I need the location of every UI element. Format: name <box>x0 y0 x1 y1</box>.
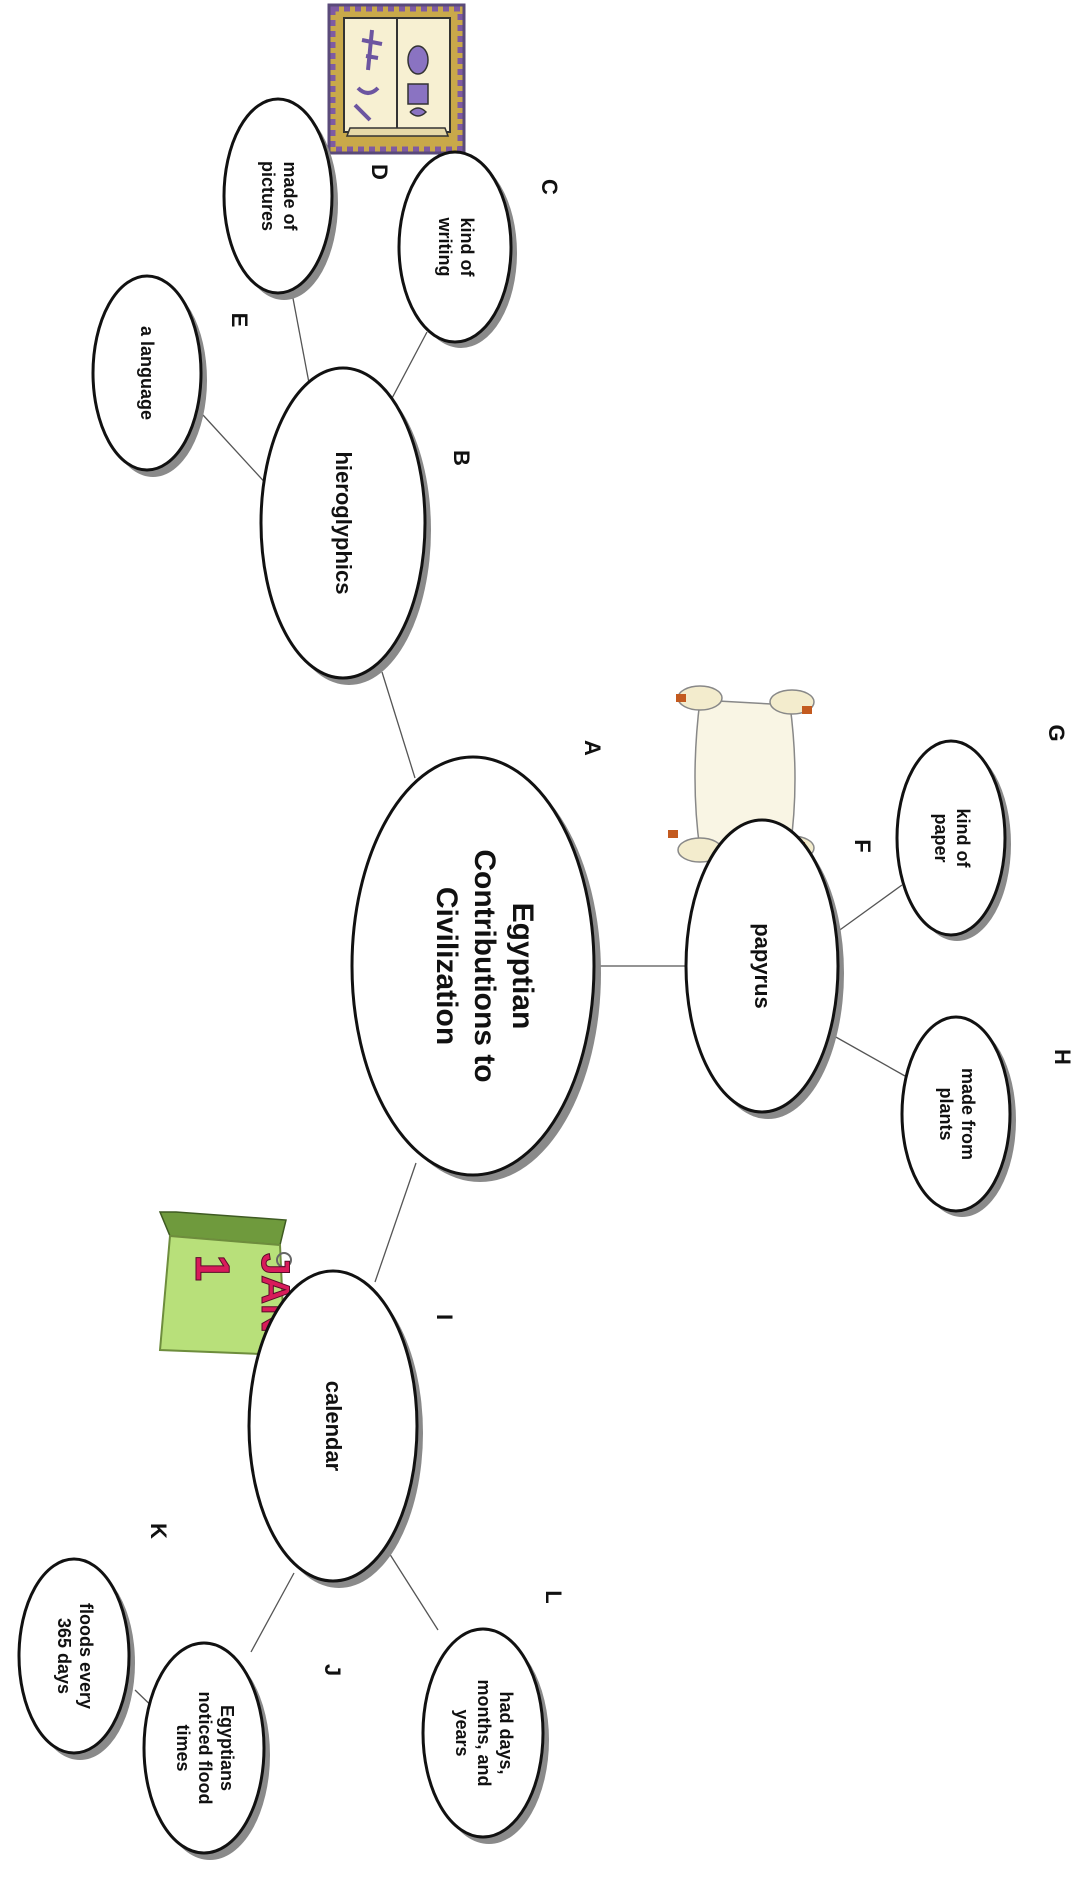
letter-j: J <box>320 1664 345 1676</box>
letter-l: L <box>541 1590 566 1603</box>
letter-h: H <box>1050 1049 1071 1065</box>
kind-of-writing-line-2: writing <box>435 217 455 277</box>
had-days-months-years-bubble: had days, months, and years <box>421 1627 545 1839</box>
made-of-pictures-bubble: made of pictures <box>222 97 334 295</box>
letter-c: C <box>537 179 562 195</box>
calendar-label: calendar <box>321 1381 346 1472</box>
flood-times-line-3: times <box>173 1724 193 1771</box>
connector-hieroglyphics-made-of-pictures <box>291 292 310 384</box>
main-topic-bubble: Egyptian Contributions to Civilization <box>350 755 596 1177</box>
main-topic-line-1: Egyptian <box>506 903 539 1030</box>
kind-of-paper-bubble: kind of paper <box>895 739 1007 937</box>
floods-every-line-2: 365 days <box>54 1618 74 1694</box>
connector-calendar-flood-times <box>250 1572 295 1653</box>
a-language-bubble: a language <box>91 274 203 472</box>
letter-a: A <box>580 740 605 756</box>
letter-k: K <box>146 1523 171 1539</box>
letter-labels: A B C D E F G H I J K L <box>146 164 1071 1676</box>
calendar-day-text: 1 <box>185 1255 238 1282</box>
letter-e: E <box>227 313 252 328</box>
made-of-pictures-line-1: made of <box>280 161 300 231</box>
flood-times-line-1: Egyptians <box>217 1705 237 1791</box>
floods-every-line-1: floods every <box>76 1603 96 1709</box>
made-from-plants-bubble: made from plants <box>900 1015 1012 1213</box>
connector-hieroglyphics-a-language <box>202 414 271 489</box>
connector-papyrus-made-from-plants <box>833 1035 906 1077</box>
a-language-line-1: a language <box>137 326 157 420</box>
papyrus-bubble: papyrus <box>684 818 840 1114</box>
connector-main-calendar <box>374 1162 417 1283</box>
letter-i: I <box>432 1314 457 1320</box>
hieroglyphics-label: hieroglyphics <box>331 451 356 594</box>
calendar-icon: JAN 1 <box>158 1211 298 1357</box>
calendar-bubble: calendar <box>247 1269 419 1583</box>
flood-times-line-2: noticed flood <box>195 1692 215 1805</box>
egyptians-noticed-flood-times-bubble: Egyptians noticed flood times <box>142 1641 266 1855</box>
connector-papyrus-kind-of-paper <box>836 884 903 933</box>
connector-main-hieroglyphics <box>381 671 416 779</box>
main-topic-line-2: Contributions to <box>468 849 501 1082</box>
letter-f: F <box>850 839 875 852</box>
had-days-line-1: had days, <box>496 1691 516 1774</box>
papyrus-label: papyrus <box>750 923 775 1009</box>
letter-d: D <box>367 164 392 180</box>
hieroglyph-book-icon <box>327 3 466 155</box>
floods-every-365-days-bubble: floods every 365 days <box>17 1557 131 1755</box>
had-days-line-2: months, and <box>474 1680 494 1787</box>
made-from-plants-line-2: plants <box>936 1087 956 1140</box>
kind-of-paper-line-2: paper <box>931 813 951 862</box>
made-of-pictures-line-2: pictures <box>258 161 278 231</box>
connector-calendar-had-days <box>383 1544 439 1631</box>
kind-of-writing-bubble: kind of writing <box>397 150 513 344</box>
main-topic-line-3: Civilization <box>430 887 463 1045</box>
kind-of-writing-line-1: kind of <box>457 218 477 278</box>
letter-g: G <box>1044 724 1069 741</box>
kind-of-paper-line-1: kind of <box>953 809 973 869</box>
had-days-line-3: years <box>452 1709 472 1756</box>
connector-hieroglyphics-kind-of-writing <box>389 331 428 403</box>
hieroglyphics-bubble: hieroglyphics <box>259 366 427 680</box>
made-from-plants-line-1: made from <box>958 1068 978 1160</box>
letter-b: B <box>449 450 474 466</box>
